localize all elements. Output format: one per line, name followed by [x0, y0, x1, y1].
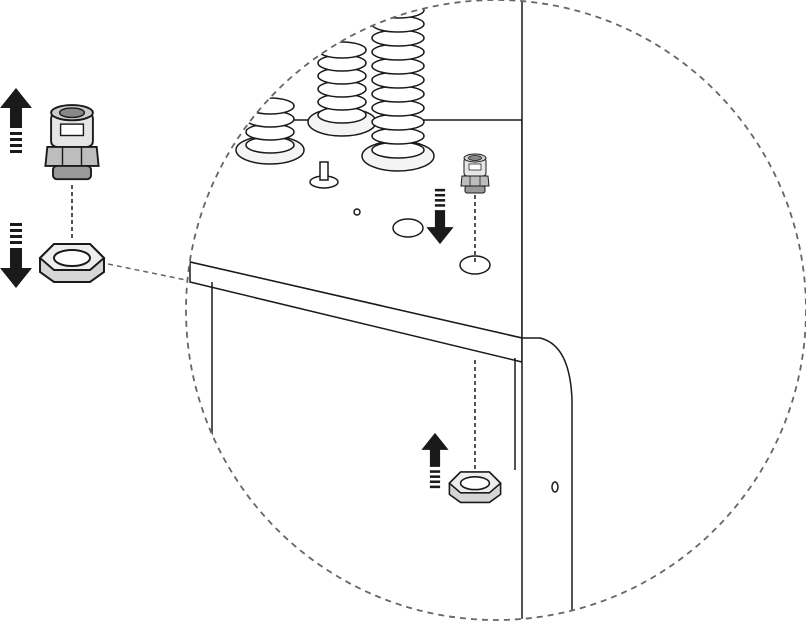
leader-line	[107, 263, 187, 281]
cable-gland-icon	[44, 104, 100, 181]
zoom-circle	[185, 0, 806, 621]
zoom-view	[189, 0, 806, 620]
corrugated-pipes	[235, 1, 435, 172]
holes	[392, 218, 491, 275]
left-detail	[0, 88, 187, 288]
arrow-up-icon	[0, 88, 32, 153]
lock-nut-icon	[448, 471, 502, 504]
arrow-up-icon	[421, 432, 449, 489]
valve	[309, 161, 361, 216]
arrow-down-icon	[0, 223, 32, 288]
cable-gland-icon	[460, 153, 490, 194]
lock-nut-icon	[39, 243, 105, 283]
